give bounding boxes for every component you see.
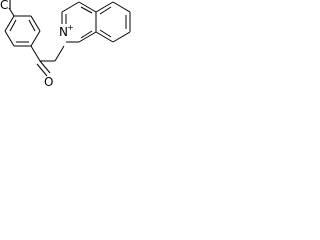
phenyl-chlorine-bond: [8, 7, 15, 17]
isoquinoline-pyridinium-ring: [61, 1, 97, 43]
nitrogen-label: N: [59, 25, 68, 39]
oxygen-label: O: [44, 75, 53, 89]
n-methylene-bond: [54, 45, 65, 62]
chlorine-label: Cl: [0, 0, 12, 12]
nitrogen-charge-label: +: [67, 23, 74, 32]
isoquinoline-benzo-ring: [95, 1, 131, 43]
carbonyl-phenyl-bond: [30, 45, 41, 62]
carbonyl-double-bond: [36, 60, 51, 77]
chlorophenyl-ring: [4, 15, 41, 47]
isoquinolinium-structure: Cl O N +: [0, 0, 131, 89]
